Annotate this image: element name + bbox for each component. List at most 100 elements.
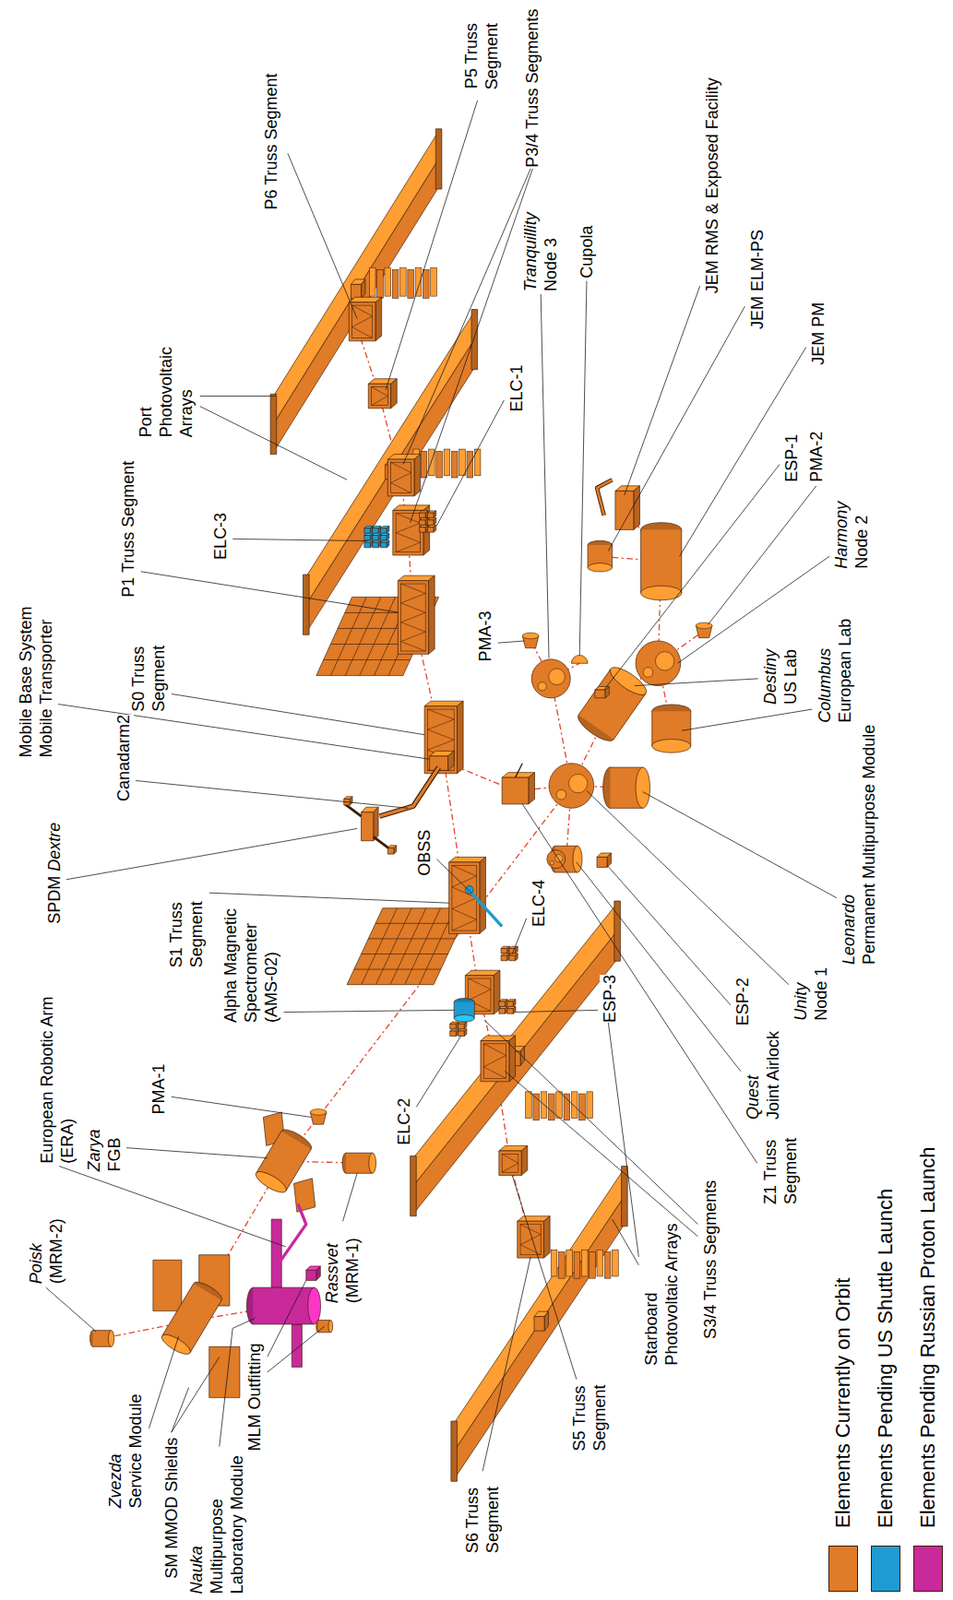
label-line: Canadarm2 [113, 714, 134, 802]
payload-block [464, 1029, 467, 1037]
array-mast-box [534, 1317, 545, 1332]
leader-line [283, 1010, 454, 1013]
part-label: ESP-3 [599, 975, 620, 1024]
label-line: Multipurpose [206, 1455, 227, 1595]
part-label: Nauka Multipurpose Laboratory Module [186, 1455, 248, 1595]
part-label: Starboard Photovoltaic Arrays [641, 1224, 682, 1367]
radiator-grid [323, 659, 411, 661]
payload-block [386, 526, 390, 535]
label-part: Segment [483, 1487, 502, 1554]
label-line: (ERA) [57, 997, 78, 1165]
module-cylinder [641, 529, 682, 594]
part-label: ESP-1 [781, 434, 802, 483]
leader-line [436, 859, 472, 894]
label-part: Zvezda [106, 1453, 125, 1509]
truss-segment [401, 583, 427, 652]
radiator [430, 267, 438, 297]
part-label: Alpha Magnetic Spectrometer (AMS-02) [220, 908, 282, 1024]
solar-array [153, 1260, 182, 1311]
leader-line [484, 1020, 698, 1225]
label-part: PMA-3 [476, 610, 495, 662]
payload-block [419, 512, 427, 519]
label-line: P6 Truss Segment [261, 72, 282, 210]
radiator [573, 1251, 581, 1279]
label-part: (MRM-1) [343, 1238, 362, 1304]
radiator [400, 267, 407, 297]
leader-line [59, 1167, 286, 1248]
mlm-outfitting [318, 1332, 331, 1334]
radiator-grid [361, 953, 449, 955]
label-line: P5 Truss [461, 23, 482, 90]
radiator [420, 451, 428, 478]
radiator-grid [405, 908, 441, 986]
label-part: OBSS [415, 830, 434, 877]
leader-line [287, 153, 358, 319]
module-cylinder [587, 563, 613, 572]
module-cylinder [256, 1131, 282, 1175]
node-module [548, 763, 595, 810]
legend-row: Elements Pending Russian Proton Launch [913, 1038, 943, 1593]
part-label: SM MMOD Shields [161, 1438, 182, 1580]
stowage-platform [595, 690, 606, 699]
mobile-base [448, 750, 455, 771]
legend-text: Elements Pending US Shuttle Launch [873, 1189, 898, 1529]
leader-line [540, 294, 549, 659]
leader-line [634, 679, 759, 687]
node-module [537, 682, 547, 691]
label-part: PMA-2 [807, 431, 826, 483]
payload-block [512, 1006, 516, 1014]
leader-line [607, 306, 745, 551]
truss-segment [480, 1041, 510, 1083]
module-cylinder [158, 1278, 225, 1359]
z1-truss [501, 777, 529, 805]
payload-block [381, 535, 388, 541]
label-line: S1 Truss [166, 901, 187, 968]
airlock [549, 860, 554, 865]
truss-segment [520, 1225, 541, 1256]
payload-block [364, 535, 371, 541]
payload-block [458, 1024, 465, 1030]
label-line: US Lab [780, 649, 801, 705]
part-label: JEM RMS & Exposed Facility [702, 77, 723, 294]
part-label: SPDM Dextre [44, 822, 65, 925]
truss-segment [387, 459, 415, 497]
leader-line [148, 1336, 179, 1430]
label-line: ELC-4 [528, 880, 549, 928]
obss-boom [471, 893, 502, 927]
label-part: PMA-1 [149, 1064, 168, 1116]
legend-swatch [913, 1546, 943, 1593]
truss-segment [456, 701, 464, 775]
payload-block [433, 511, 437, 519]
legend-swatch [870, 1546, 901, 1593]
truss-segment [401, 583, 427, 652]
solar-array [306, 311, 475, 606]
label-line: Photovoltaic [155, 346, 177, 438]
label-line: JEM ELM-PS [747, 229, 768, 330]
module-cylinder [635, 767, 650, 809]
airlock [572, 845, 583, 873]
truss-segment [352, 305, 373, 338]
label-part: Service Module [126, 1393, 145, 1509]
module-cylinder [90, 1331, 115, 1348]
stowage-platform [607, 853, 611, 868]
label-part: P3/4 Truss Segments [523, 9, 542, 168]
solar-array [294, 1179, 316, 1213]
part-label: MLM Outfitting [244, 1343, 265, 1452]
radiator-grid [390, 908, 427, 986]
label-line: (MRM-2) [46, 1218, 67, 1285]
radiator [596, 1250, 604, 1277]
dextre-hand [387, 847, 394, 855]
leader-line [135, 780, 408, 809]
label-part: Z1 Truss [761, 1140, 780, 1205]
label-part: Mobile Base System [16, 606, 36, 758]
label-part: P5 Truss [462, 23, 481, 89]
payload-block [464, 1022, 467, 1030]
label-part: Arrays [177, 389, 196, 438]
part-label: JEM PM [808, 302, 829, 366]
dextre-arm [345, 804, 362, 817]
payload-block [386, 540, 390, 548]
leader-line [512, 918, 526, 955]
radiator [581, 1250, 588, 1277]
solar-array [306, 339, 475, 633]
